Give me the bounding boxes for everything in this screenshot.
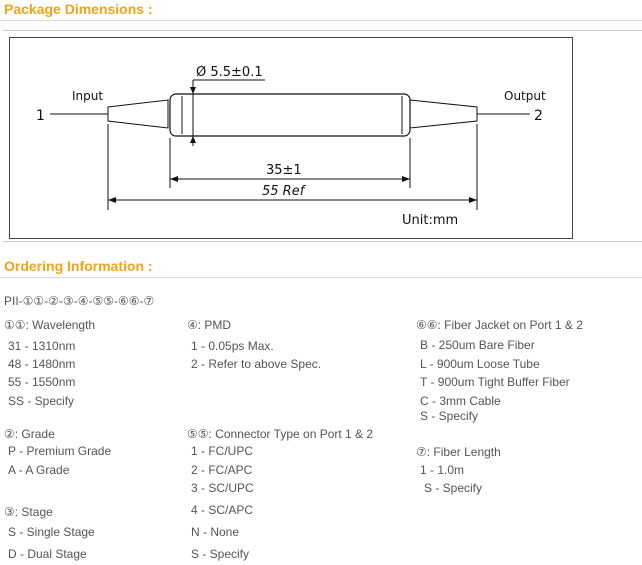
section-divider (0, 20, 642, 21)
pmd-title: ④: PMD (187, 318, 232, 332)
body-dimension-arrow-right (402, 176, 410, 182)
fiber-jacket-option: C - 3mm Cable (420, 394, 501, 408)
fiber-jacket-option: B - 250um Bare Fiber (420, 338, 535, 352)
output-boot (409, 99, 478, 129)
body-length-label: 35±1 (266, 163, 302, 178)
connector-option: 2 - FC/APC (191, 463, 253, 477)
wavelength-option: 31 - 1310nm (8, 339, 76, 353)
fiber-jacket-title: ⑥⑥: Fiber Jacket on Port 1 & 2 (416, 318, 583, 332)
fiber-jacket-option: L - 900um Loose Tube (420, 357, 540, 371)
wavelength-title: ①①: Wavelength (4, 318, 96, 332)
output-label: Output (504, 89, 546, 103)
section-divider (0, 277, 642, 278)
dimension-drawing: Ø 5.5±0.1 35±1 55 Ref Unit:mm Input Outp… (36, 65, 546, 228)
port-2-label: 2 (534, 108, 543, 124)
grade-title: ②: Grade (4, 427, 55, 441)
input-label: Input (72, 89, 103, 103)
total-dimension-arrow-left (108, 197, 116, 203)
grade-option: P - Premium Grade (8, 444, 112, 458)
fiber-jacket-option: S - Specify (420, 409, 479, 423)
connector-option: S - Specify (191, 547, 250, 561)
total-dimension-arrow-right (469, 197, 477, 203)
connector-title: ⑤⑤: Connector Type on Port 1 & 2 (187, 427, 374, 441)
port-1-label: 1 (36, 108, 45, 124)
ordering-information-title: Ordering Information : (4, 258, 153, 274)
dimension-drawing-panel: Ø 5.5±0.1 35±1 55 Ref Unit:mm Input Outp… (3, 30, 642, 242)
wavelength-option: 55 - 1550nm (8, 375, 76, 389)
device-body (169, 93, 411, 137)
stage-option: S - Single Stage (8, 525, 95, 539)
body-dimension-arrow-left (170, 176, 178, 182)
connector-option: 4 - SC/APC (191, 503, 254, 517)
connector-option: 3 - SC/UPC (191, 481, 254, 495)
pmd-option: 1 - 0.05ps Max. (191, 339, 274, 353)
diameter-arrow-top (190, 87, 196, 94)
dimension-drawing-frame: Ø 5.5±0.1 35±1 55 Ref Unit:mm Input Outp… (9, 37, 573, 239)
stage-option: D - Dual Stage (8, 547, 87, 561)
input-boot (107, 99, 169, 129)
package-dimensions-title: Package Dimensions : (4, 1, 153, 17)
total-length-label: 55 Ref (262, 184, 307, 199)
stage-title: ③: Stage (4, 505, 53, 519)
connector-option: N - None (191, 525, 240, 539)
pmd-option: 2 - Refer to above Spec. (191, 357, 322, 371)
wavelength-option: 48 - 1480nm (8, 357, 76, 371)
wavelength-option: SS - Specify (8, 394, 75, 408)
fiber-length-option: S - Specify (424, 481, 483, 495)
fiber-length-title: ⑦: Fiber Length (416, 445, 501, 459)
fiber-jacket-option: T - 900um Tight Buffer Fiber (420, 375, 570, 389)
diameter-label: Ø 5.5±0.1 (196, 65, 263, 80)
grade-option: A - A Grade (8, 463, 70, 477)
diameter-arrow-bottom (190, 136, 196, 143)
connector-option: 1 - FC/UPC (191, 444, 254, 458)
fiber-length-option: 1 - 1.0m (420, 463, 465, 477)
ordering-code: PII-①①-②-③-④-⑤⑤-⑥⑥-⑦ (4, 294, 155, 308)
wavelength-group: ①①: Wavelength (4, 318, 95, 332)
unit-label: Unit:mm (402, 213, 458, 228)
